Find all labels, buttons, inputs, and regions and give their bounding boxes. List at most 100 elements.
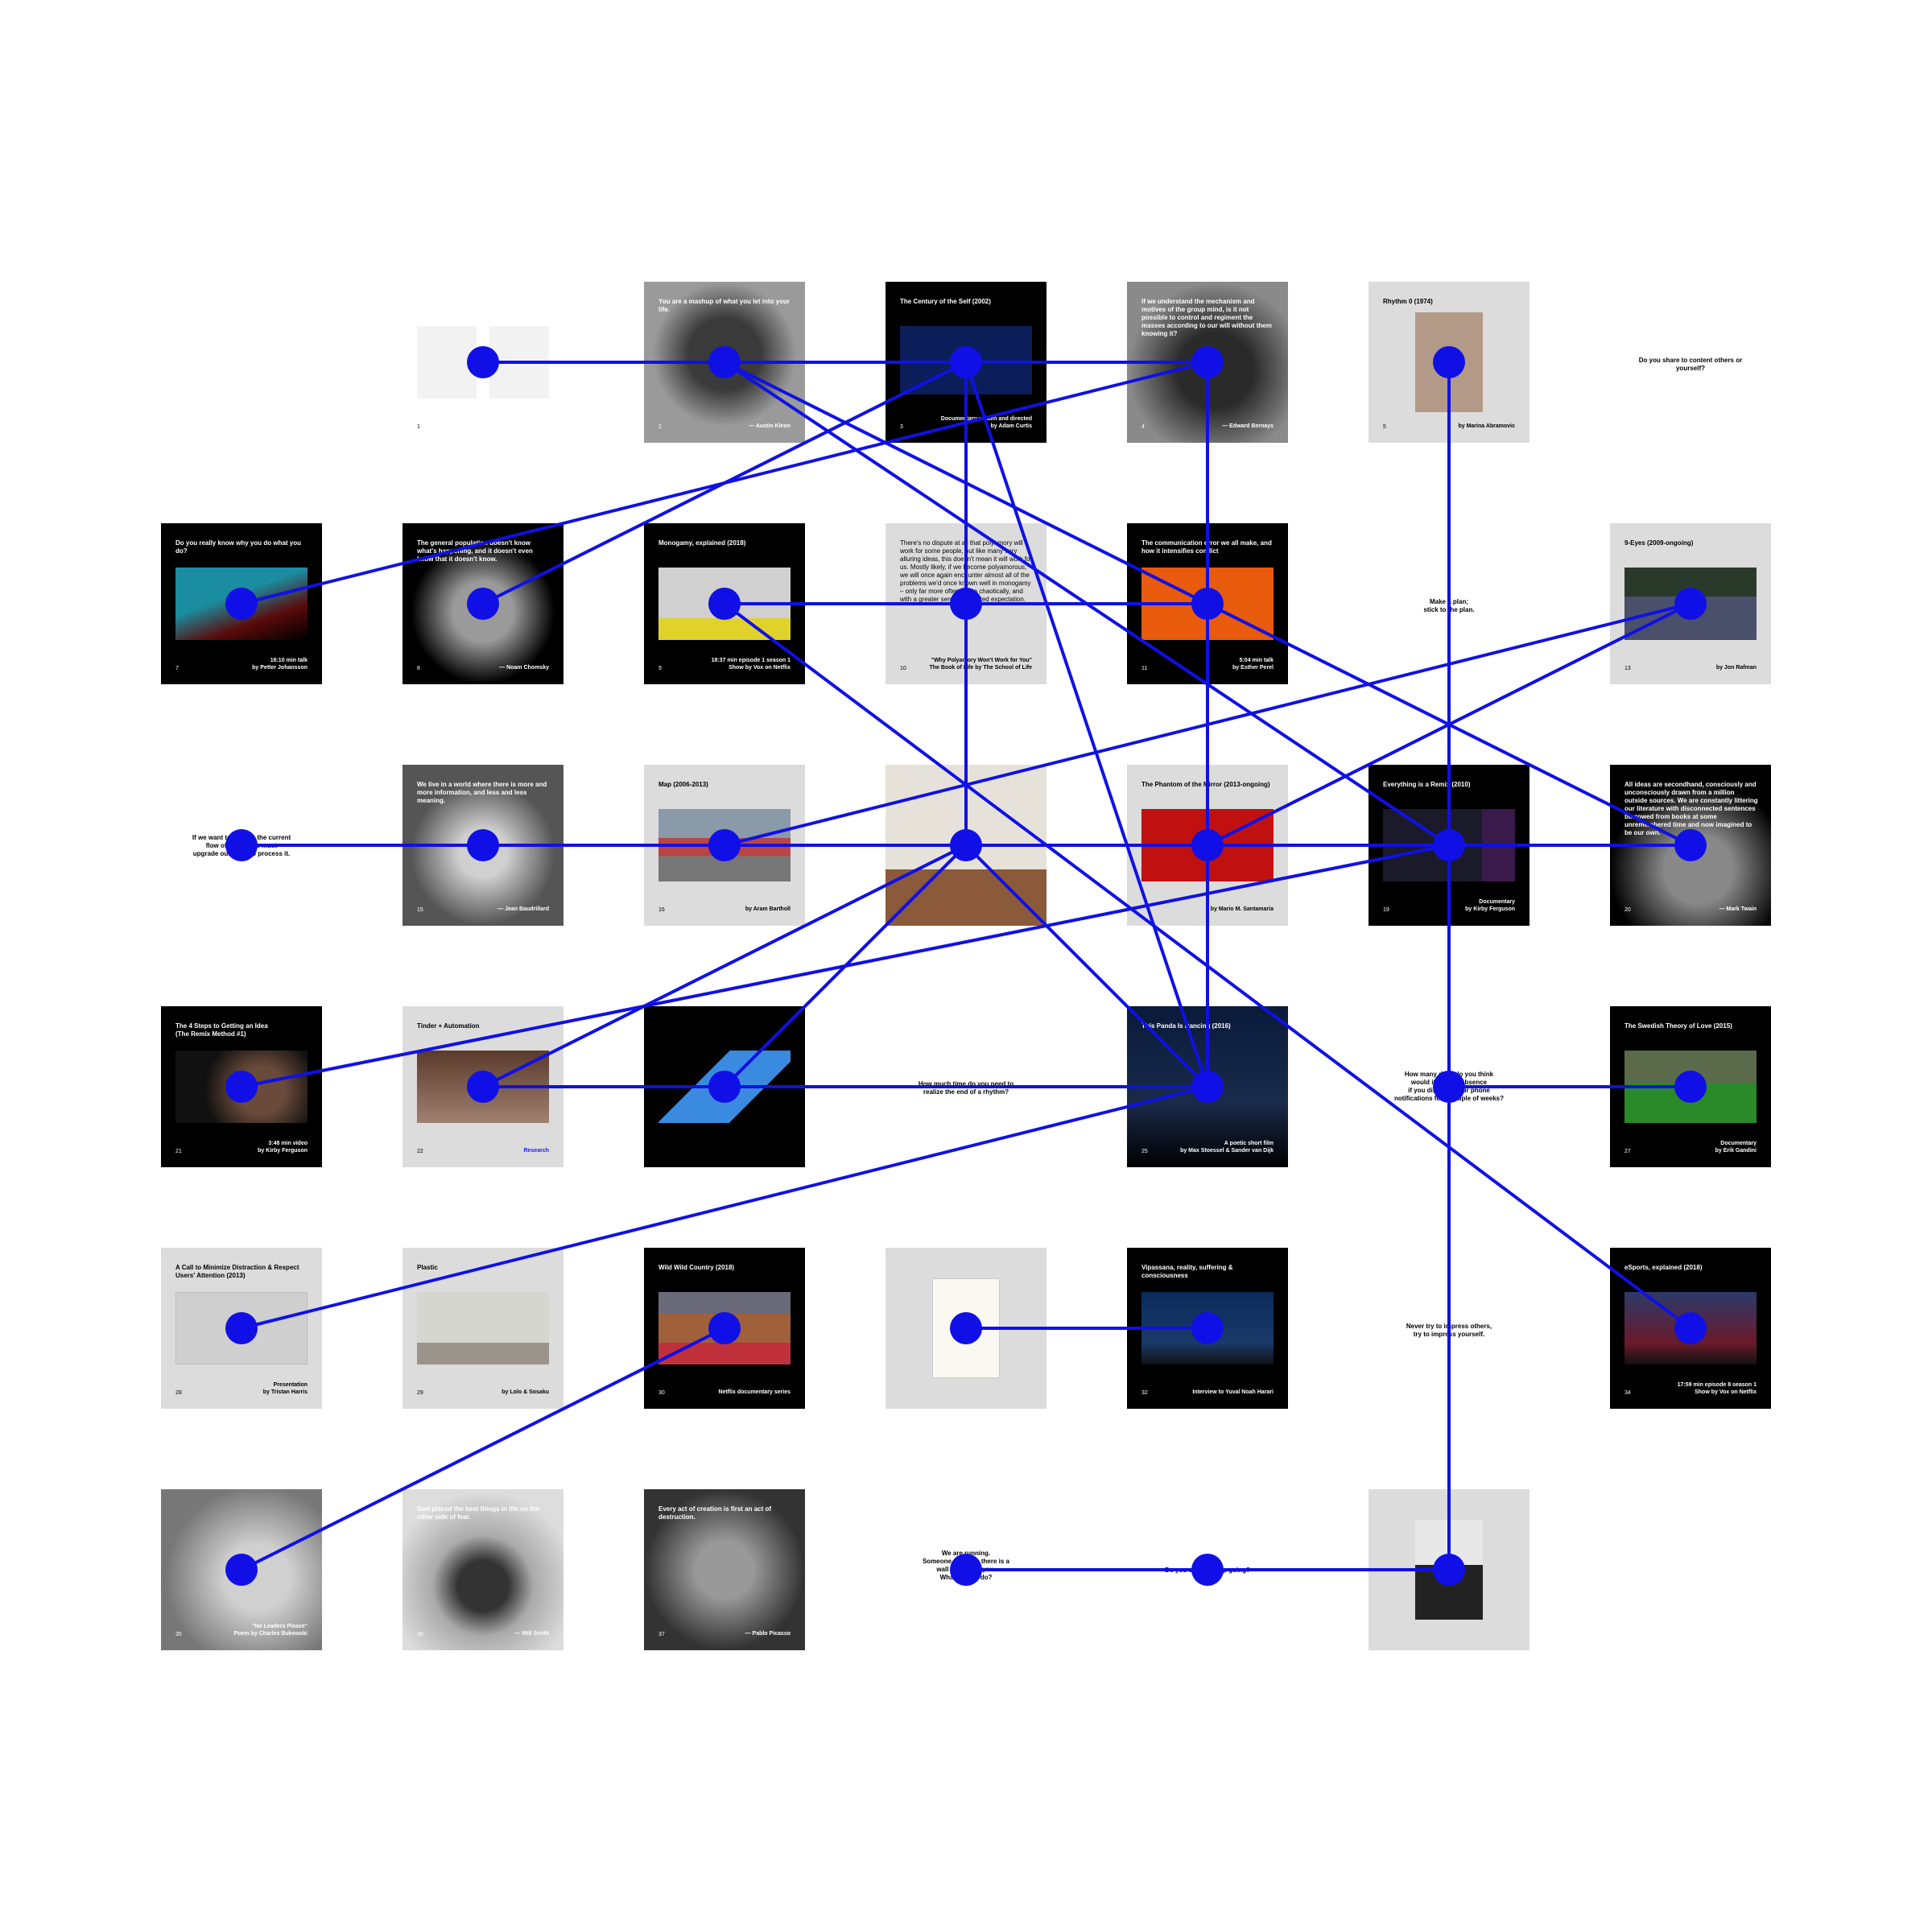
card-thumbnail — [900, 326, 1032, 394]
card-number: 19 — [1383, 907, 1389, 913]
card-thumbnail — [658, 809, 791, 881]
card-title: A Call to Minimize Distraction & Respect… — [175, 1264, 299, 1279]
card-credit: A poetic short film by Max Stoessel & Sa… — [1180, 1141, 1274, 1154]
card-title: Everything is a Remix (2010) — [1383, 781, 1471, 788]
card-title: God placed the best things in life on th… — [417, 1505, 540, 1521]
card-credit: Documentary written and directed by Adam… — [940, 416, 1032, 429]
card-9[interactable]: Monogamy, explained (2018) 9 18:37 min epi… — [644, 523, 805, 684]
card-thumbnail — [1141, 1292, 1274, 1364]
card-title: The 4 Steps to Getting an Idea (The Remi… — [175, 1022, 268, 1038]
card-31[interactable] — [886, 1248, 1046, 1409]
card-credit: "No Leaders Please" Poem by Charles Buko… — [233, 1624, 308, 1637]
connection-line — [723, 602, 1692, 1330]
card-credit: Documentary by Erik Gandini — [1715, 1141, 1757, 1154]
card-credit: — Will Smith — [514, 1631, 549, 1637]
card-title: Plastic — [417, 1264, 438, 1271]
card-number: 3 — [900, 424, 903, 430]
card-7[interactable]: Do you really know why you do what you d… — [161, 523, 322, 684]
card-28[interactable]: A Call to Minimize Distraction & Respect… — [161, 1248, 322, 1409]
card-credit: Interview to Yuval Noah Harari — [1192, 1389, 1274, 1395]
card-number: 27 — [1624, 1149, 1631, 1154]
card-title: Tinder + Automation — [417, 1022, 480, 1030]
card-thumbnail — [1624, 1051, 1757, 1123]
card-18[interactable]: The Phantom of the Mirror (2013-ongoing)… — [1127, 765, 1288, 926]
card-credit: — Pablo Picasso — [745, 1631, 791, 1637]
card-number: 20 — [1624, 907, 1631, 913]
card-2[interactable]: You are a mashup of what you let into yo… — [644, 282, 805, 443]
card-35[interactable]: 35 "No Leaders Please" Poem by Charles Bu… — [161, 1489, 322, 1650]
connection-line — [964, 361, 1209, 1088]
card-number: 7 — [175, 666, 179, 671]
card-credit: 18:37 min episode 1 season 1 Show by Vox… — [711, 658, 791, 671]
card-19[interactable]: Everything is a Remix (2010) 19 Documentar… — [1368, 765, 1530, 926]
card-21[interactable]: The 4 Steps to Getting an Idea (The Remi… — [161, 1006, 322, 1167]
card-title: Wild Wild Country (2018) — [658, 1264, 735, 1271]
card-number: 5 — [1383, 424, 1386, 430]
card-number: 35 — [175, 1632, 182, 1637]
card-title: eSports, explained (2018) — [1624, 1264, 1703, 1271]
card-10[interactable]: There's no dispute at all that polyamory… — [886, 523, 1046, 684]
note-make-a-plan: Make a plan; stick to the plan. — [1423, 598, 1475, 613]
note-change-flow: If we want to change the current flow of… — [192, 834, 291, 857]
card-number: 28 — [175, 1390, 182, 1396]
card-number: 1 — [417, 424, 420, 430]
question-stop-or-go: Do you stop or keep going? — [1165, 1567, 1250, 1574]
card-number: 25 — [1141, 1149, 1148, 1154]
card-1[interactable]: 1 — [402, 282, 564, 443]
card-credit: by Marina Abramovic — [1458, 423, 1515, 429]
card-credit: Netflix documentary series — [718, 1389, 791, 1395]
card-credit: — Edward Bernays — [1222, 423, 1274, 429]
card-number: 22 — [417, 1149, 423, 1154]
card-thumbnail — [658, 568, 791, 640]
card-4[interactable]: If we understand the mechanism and motiv… — [1127, 282, 1288, 443]
question-wall: We are running. Someone tells you there … — [922, 1550, 1010, 1581]
card-title: Map (2006-2013) — [658, 781, 708, 788]
card-40[interactable] — [1368, 1489, 1530, 1650]
card-20[interactable]: All ideas are secondhand, consciously an… — [1610, 765, 1771, 926]
question-share: Do you share to content others or yourse… — [1638, 357, 1743, 372]
card-number: 21 — [175, 1149, 182, 1154]
card-thumbnail — [932, 1278, 1000, 1378]
card-thumbnail — [658, 1292, 791, 1364]
card-8[interactable]: The general population doesn't know what… — [402, 523, 564, 684]
card-15[interactable]: We live in a world where there is more a… — [402, 765, 564, 926]
card-thumbnail — [1624, 568, 1757, 640]
card-thumbnail — [1415, 1520, 1483, 1620]
card-title: All ideas are secondhand, consciously an… — [1624, 781, 1758, 836]
card-credit: Documentary by Kirby Ferguson — [1465, 899, 1515, 912]
card-credit: by Aram Bartholl — [745, 906, 791, 912]
card-37[interactable]: Every act of creation is first an act of… — [644, 1489, 805, 1650]
card-title: Monogamy, explained (2018) — [658, 539, 746, 547]
card-thumbnail — [1141, 568, 1274, 640]
card-title: If we understand the mechanism and motiv… — [1141, 298, 1272, 337]
card-title: The general population doesn't know what… — [417, 539, 533, 563]
card-number: 9 — [658, 666, 662, 671]
card-title: The communication error we all make, and… — [1141, 539, 1272, 555]
card-number: 32 — [1141, 1390, 1148, 1396]
card-17[interactable] — [886, 765, 1046, 926]
card-number: 34 — [1624, 1390, 1631, 1396]
card-36[interactable]: God placed the best things in life on th… — [402, 1489, 564, 1650]
card-number: 37 — [658, 1632, 665, 1637]
card-title: We live in a world where there is more a… — [417, 781, 547, 804]
card-credit: — Austin Kleon — [749, 423, 791, 429]
card-11[interactable]: The communication error we all make, and… — [1127, 523, 1288, 684]
card-number: 8 — [417, 666, 420, 671]
card-thumbnail — [175, 1292, 308, 1364]
card-credit: 16:10 min talk by Petter Johansson — [252, 658, 308, 671]
card-23[interactable] — [644, 1006, 805, 1167]
card-thumbnail — [1141, 809, 1274, 881]
card-thumbnail — [417, 1051, 549, 1123]
card-32[interactable]: Vipassana, reality, suffering & consciou… — [1127, 1248, 1288, 1409]
card-credit: "Why Polyamory Won't Work for You" The B… — [929, 658, 1032, 671]
